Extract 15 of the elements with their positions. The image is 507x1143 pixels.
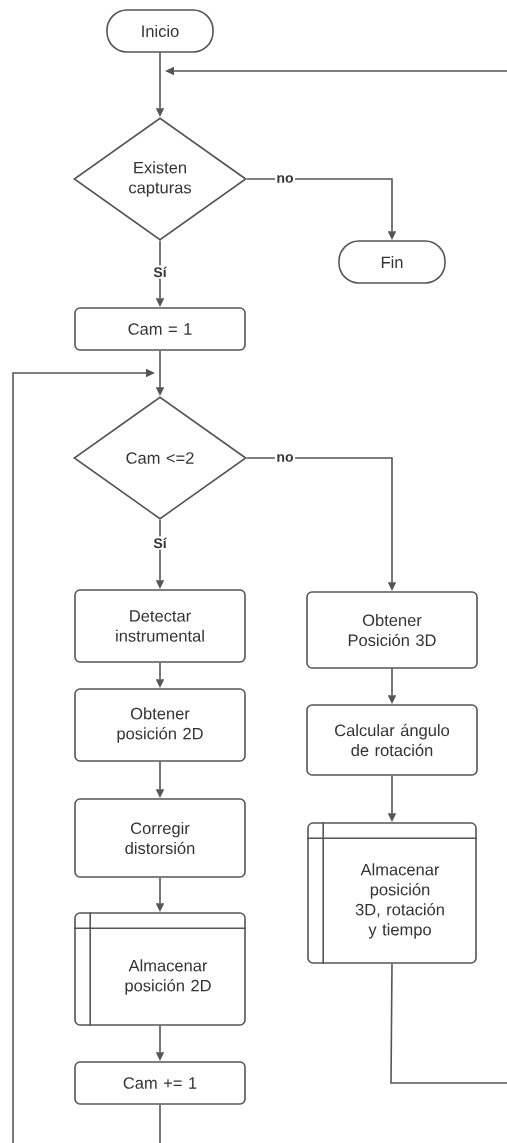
process-box: Corregir distorsión: [74, 798, 246, 878]
process-box: Obtener Posición 3D: [306, 591, 478, 669]
predefined-process-box: Almacenar posición 3D, rotación y tiempo: [306, 821, 478, 965]
process-box: Obtener posición 2D: [74, 688, 246, 762]
process-box: Detectar instrumental: [74, 589, 246, 663]
process-box: Cam = 1: [74, 307, 246, 351]
edge-label: no: [274, 173, 296, 185]
edge-label: no: [274, 452, 296, 464]
edge-label: Sí: [151, 536, 169, 550]
terminal-box: Fin: [338, 240, 446, 284]
edge-label: Sí: [151, 265, 169, 279]
terminal-box: Inicio: [106, 9, 214, 53]
process-box: Cam += 1: [74, 1061, 246, 1105]
predefined-process-box: Almacenar posición 2D: [73, 911, 247, 1027]
process-box: Calcular ángulo de rotación: [306, 704, 478, 776]
